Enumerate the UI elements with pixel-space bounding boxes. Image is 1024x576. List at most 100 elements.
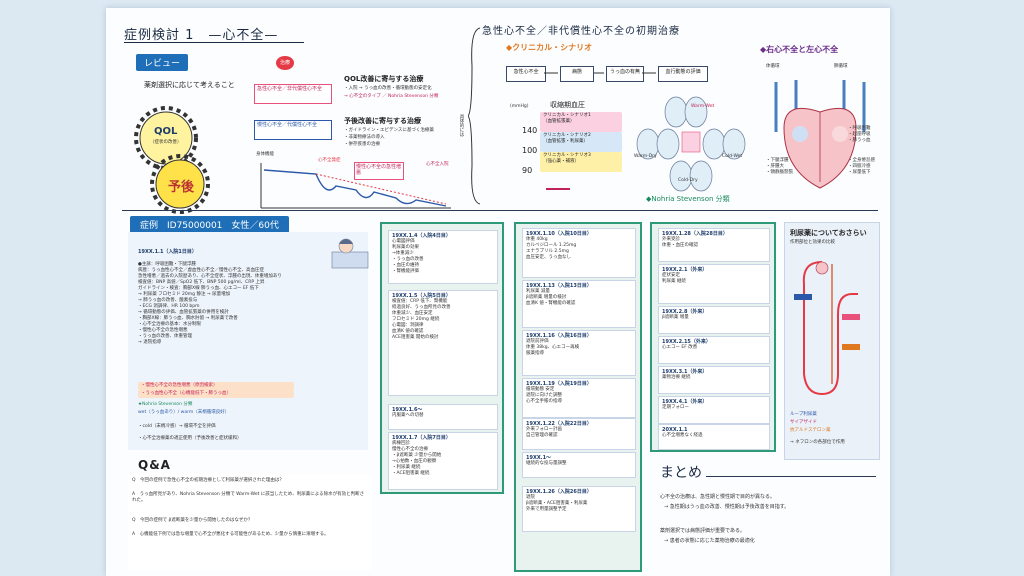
timeline-c-body-5: 薬物治療 継続 — [662, 375, 691, 380]
timeline-b-body-4: 循環動態 安定 退院に向けた調整 心不全手帳の指導 — [526, 387, 562, 404]
timeline-b-card-4: 19XX.1.19（入院19日目） 循環動態 安定 退院に向けた調整 心不全手帳… — [522, 378, 636, 418]
diuretic-sub: 作用部位と効果の比較 — [790, 240, 835, 245]
case-line-4: 検査値：BNP 高値／SpO2 低下、BNP 500 pg/ml、CRP 上昇 — [138, 280, 265, 285]
graph-y-label: 身体機能 — [256, 152, 274, 157]
gear-qol-sub: （症状の改善） — [150, 140, 182, 145]
diuretic-note: → ネフロンの各部位で作用 — [790, 440, 845, 445]
summary-underline — [706, 476, 876, 477]
acute-title: 急性心不全／非代償性心不全の初期治療 — [482, 26, 680, 37]
rhf-title: ◆右心不全と左心不全 — [760, 45, 839, 54]
warm-dry-label: Warm-Dry — [634, 154, 657, 159]
prognosis-heading: 予後改善に寄与する治療 — [344, 117, 421, 125]
acute-hf-box: 急性心不全／非代償性心不全 — [254, 84, 332, 104]
case-line-3: 急性増悪／過去の入院歴あり、心不全症状、浮腫の出現、体重増加あり — [138, 274, 282, 279]
curly-brace — [468, 27, 481, 205]
qa-panel: Q 今回の症例で急性心不全の初期治療として利尿薬が選択された理由は？ A うっ血… — [128, 474, 372, 570]
timeline-c-card-3: 19XX.2.8（外来） β遮断薬 増量 — [658, 306, 770, 334]
cs1-band: クリニカル・シナリオ1 （血管拡張薬） — [540, 112, 622, 132]
prognosis-line-3: ・併存疾患の治療 — [344, 142, 380, 147]
timeline-c-card-1: 19XX.1.28（入院28日目） 外来受診 体重・血圧の確認 — [658, 228, 770, 262]
timeline-c-card-5: 19XX.3.1（外来） 薬物治療 継続 — [658, 366, 770, 394]
timeline-c-date-1: 19XX.1.28（入院28日目） — [662, 231, 728, 237]
cs2-band: クリニカル・シナリオ2 （血管拡張・利尿薬） — [540, 132, 622, 152]
timeline-a-date-2: 19XX.1.5（入院5日目） — [392, 293, 451, 299]
y-axis-label: 収縮期血圧 — [550, 101, 585, 109]
summary-title: まとめ — [660, 465, 702, 481]
timeline-a-card-1: 19XX.1.4（入院4日目） 心電図評価 利尿薬の効果 →体重減少 ・うっ血の… — [388, 230, 498, 284]
case-panel: 19XX.1.1（入院1日目） ●主訴：呼吸困難・下腿浮腫 病歴：うっ血性心不全… — [128, 232, 368, 450]
timeline-b-body-5: 外来フォロー計画 自己管理の確認 — [526, 427, 562, 438]
case-line-13: ・うっ血の改善、体重管理 — [138, 334, 192, 339]
cold-wet-label: Cold-Wet — [722, 154, 743, 159]
case-line-1: ●主訴：呼吸困難・下腿浮腫 — [138, 262, 196, 267]
case-line-5: ガイドライン・検査：胸部X線 肺うっ血、心エコー EF 低下 — [138, 286, 259, 291]
timeline-c-date-4: 19XX.2.15（外来） — [662, 339, 711, 345]
cs3-sub: （強心薬・補液） — [543, 159, 579, 164]
cs1-label: クリニカル・シナリオ1 — [543, 113, 591, 118]
cs2-sub: （血管拡張・利尿薬） — [543, 139, 588, 144]
flow-step-4: 血行動態の評価 — [658, 66, 708, 82]
timeline-b-card-7: 19XX.1.26（入院26日目） 退院 β遮断薬・ACE阻害薬・利尿薬 外来で… — [522, 486, 636, 532]
case-nohria-value: wet（うっ血あり）/ warm（末梢循環良好） — [138, 410, 230, 415]
timeline-b-date-3: 19XX.1.16（入院16日目） — [526, 333, 592, 339]
y-unit: (mmHg) — [510, 104, 529, 109]
timeline-b-card-1: 19XX.1.10（入院10日目） 体重 40kg カルベジロール 1.25mg… — [522, 228, 636, 278]
systemic-label: 体循環 — [766, 64, 780, 69]
cs2-label: クリニカル・シナリオ2 — [543, 133, 591, 138]
timeline-c-body-6: 定期フォロー — [662, 405, 689, 410]
pulmonary-label: 肺循環 — [834, 64, 848, 69]
prognosis-line-1: ・ガイドライン・エビデンスに基づく治療薬 — [344, 128, 434, 133]
case-nohria-tag: ★Nohria Stevenson 分類 — [138, 402, 193, 407]
timeline-c-date-3: 19XX.2.8（外来） — [662, 309, 708, 315]
timeline-c-date-5: 19XX.3.1（外来） — [662, 369, 708, 375]
qa-answer-2: A 心機能低下例では急な増量で心不全が悪化する可能性があるため、少量から慎重に漸… — [132, 532, 329, 537]
case-line-2: 病歴：うっ血性心不全／虚血性心不全／慢性心不全、高血圧症 — [138, 268, 264, 273]
graph-label-exacerbation: 慢性心不全の急性増悪 — [354, 162, 404, 180]
case-header: 症例 ID75000001 女性／60代 — [130, 216, 289, 233]
timeline-c-body-3: β遮断薬 増量 — [662, 315, 689, 320]
timeline-c-card-6: 19XX.4.1（外来） 定期フォロー — [658, 396, 770, 424]
y-tick-100: 100 — [522, 146, 538, 155]
qa-question-1: Q 今回の症例で急性心不全の初期治療として利尿薬が選択された理由は？ — [132, 478, 284, 483]
left-hf-symptoms: ・呼吸困難 ・起座呼吸 ・肺うっ血 — [848, 126, 871, 143]
prognosis-line-2: ・非薬物療法の導入 — [344, 135, 385, 140]
timeline-b-body-6: 継続的な投与量調整 — [526, 461, 567, 466]
gears-illustration — [134, 106, 210, 214]
timeline-b-body-1: 体重 40kg カルベジロール 1.25mg エナラプリル 2.5mg 血圧安定… — [526, 237, 577, 260]
case-highlight-1: ・慢性心不全の急性増悪（原因検索） — [138, 382, 294, 390]
qol-line-1: ・入院 → うっ血の改善・循環動態の安定化 — [344, 86, 432, 91]
cold-dry-label: Cold-Dry — [678, 178, 698, 183]
timeline-a-card-4: 19XX.1.7（入院7日目） 病棟回診 慢性心不全の治療 ・β遮断薬 少量から… — [388, 432, 498, 490]
warm-wet-label: Warm-Wet — [691, 104, 715, 109]
treatment-badge: 治療 — [276, 56, 294, 70]
timeline-c-body-7: 心不全増悪なく経過 — [662, 433, 703, 438]
y-tick-90: 90 — [522, 166, 533, 175]
timeline-c-body-1: 外来受診 体重・血圧の確認 — [662, 237, 698, 248]
timeline-b-card-5: 19XX.1.22（入院22日目） 外来フォロー計画 自己管理の確認 — [522, 418, 636, 450]
timeline-c-body-2: 症状安定 利尿薬 継続 — [662, 273, 686, 284]
loop-label: ループ利尿薬 — [790, 412, 817, 417]
timeline-a-card-3: 19XX.1.6〜 内服薬への切替 — [388, 404, 498, 430]
case-first-date: 19XX.1.1（入院1日目） — [138, 249, 197, 255]
case-line-8: ・ECG 洞調律、HR 100 bpm — [138, 304, 200, 309]
timeline-b-date-2: 19XX.1.13（入院13日目） — [526, 283, 592, 289]
timeline-c-date-7: 20XX.1.1 — [662, 427, 688, 433]
timeline-b-date-5: 19XX.1.22（入院22日目） — [526, 421, 592, 427]
timeline-b-date-6: 19XX.1〜 — [526, 455, 552, 461]
flow-step-2: 病態 — [560, 66, 594, 82]
review-subtitle: 薬剤選択に応じて考えること — [144, 81, 235, 89]
qa-title: Q&A — [138, 458, 171, 472]
graph-label-onset: 心不全発症 — [318, 158, 341, 163]
timeline-b-body-3: 退院前評価 体重 38kg、心エコー再検 服薬指導 — [526, 339, 580, 356]
case-line-12: ・慢性心不全の急性増悪 — [138, 328, 188, 333]
case-line-7: → 肺うっ血の改善、酸素投与 — [138, 298, 198, 303]
timeline-b-body-2: 利尿薬 減量 β遮断薬 増量の検討 血清K 値・腎機能の確認 — [526, 289, 576, 306]
summary-line-1: 心不全の治療は、急性期と慢性期で目的が異なる。 — [660, 494, 776, 500]
case-note: ・cold（末梢冷感）→ 循環不全を評価 — [138, 424, 216, 429]
gear-qol-label: QOL — [154, 126, 178, 137]
left-hf-symptoms-2: ・全身倦怠感 ・四肢冷感 ・尿量低下 — [848, 158, 875, 175]
summary-line-3: 薬剤選択では病態評価が重要である。 — [660, 528, 745, 534]
timeline-b-date-4: 19XX.1.19（入院19日目） — [526, 381, 592, 387]
timeline-a-body-2: 検査値：CRP 低下、腎機能 経過良好、うっ血所見の改善 体重減少、血圧安定 フ… — [392, 299, 451, 340]
timeline-b-card-6: 19XX.1〜 継続的な投与量調整 — [522, 452, 636, 478]
